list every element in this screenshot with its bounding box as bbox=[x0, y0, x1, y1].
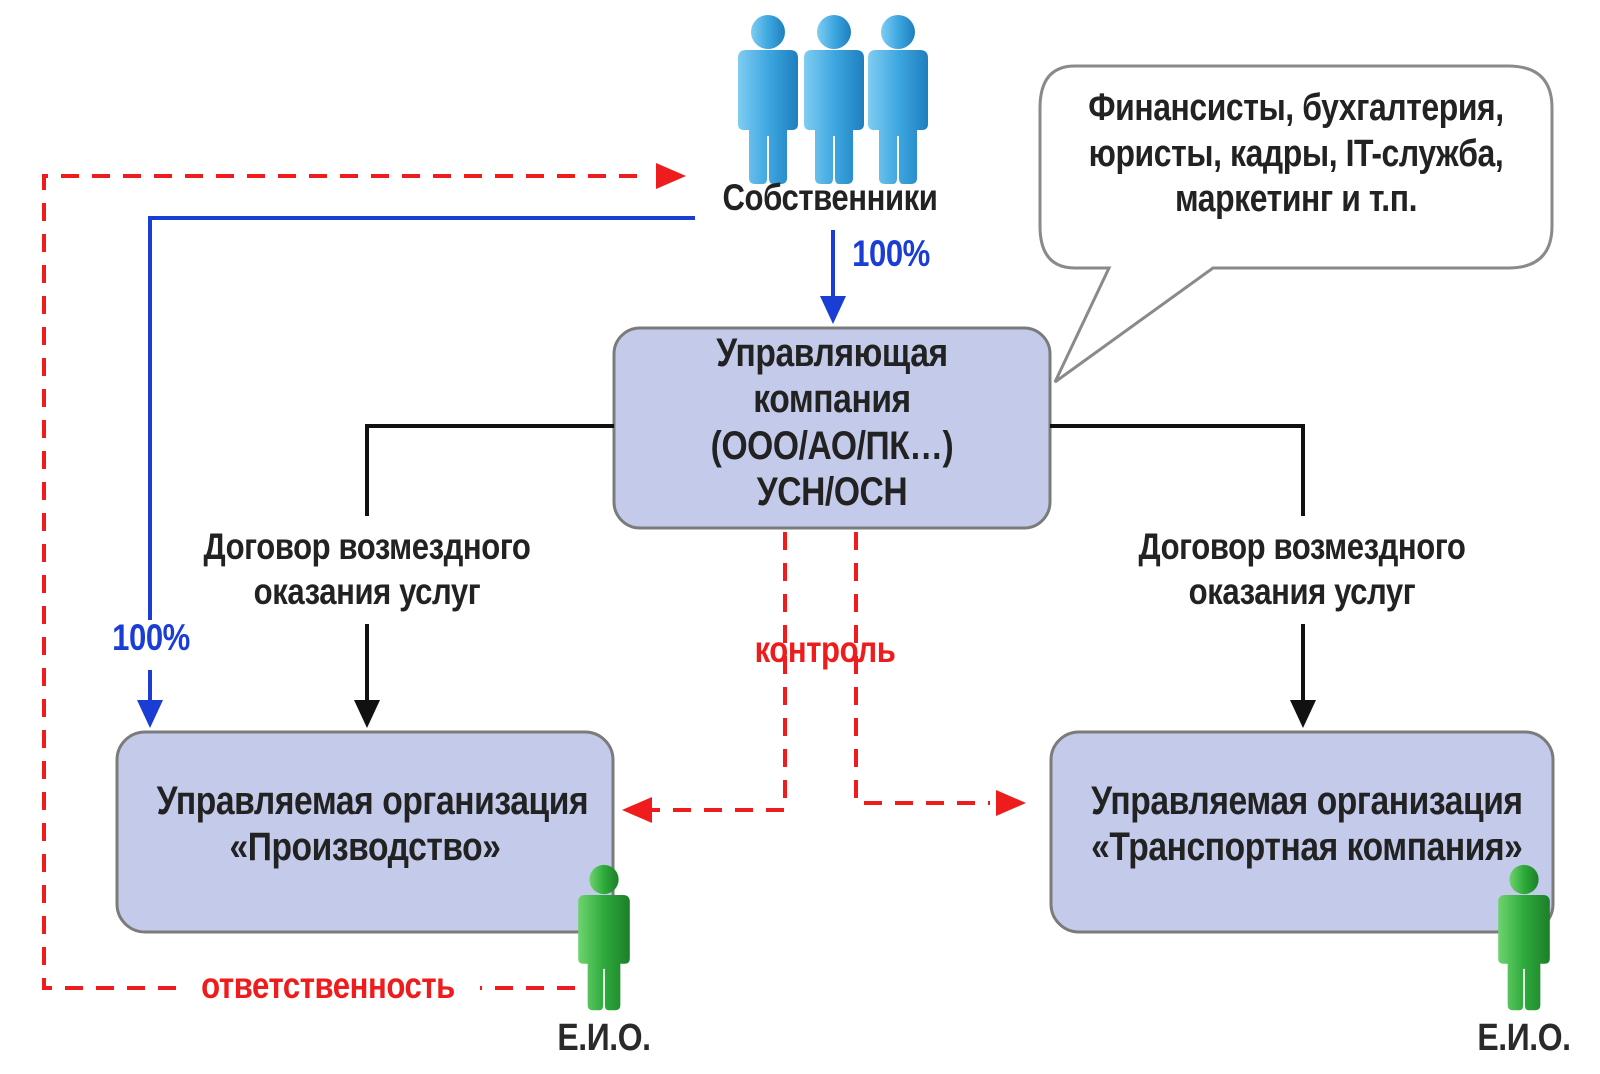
managed-org-production-label: Управляемая организация «Производство» bbox=[156, 779, 589, 870]
contract-line-right-top bbox=[1050, 424, 1305, 516]
owners-label: Собственники bbox=[722, 177, 938, 218]
managed-org-production-box bbox=[115, 730, 615, 934]
support-functions-text: Финансисты, бухгалтерия, юристы, кадры, … bbox=[1088, 87, 1504, 221]
ownership-line-production bbox=[148, 216, 695, 620]
manager-label-transport: Е.И.О. bbox=[1477, 1017, 1571, 1059]
responsibility-label: ответственность bbox=[201, 965, 455, 1006]
management-company-label: Управляющая компания (ООО/АО/ПК…) УСН/ОС… bbox=[710, 331, 954, 515]
control-arrow-transport bbox=[996, 790, 1026, 816]
manager-label-production: Е.И.О. bbox=[557, 1017, 651, 1059]
people-group-icon bbox=[738, 15, 928, 184]
ownership-percent-production: 100% bbox=[112, 617, 190, 658]
responsibility-arrow-owners bbox=[656, 163, 686, 189]
contract-arrow-right bbox=[1290, 700, 1316, 728]
ownership-percent-management: 100% bbox=[852, 233, 930, 274]
contract-arrow-left bbox=[354, 700, 380, 728]
contract-label-left: Договор возмездного оказания услуг bbox=[203, 526, 531, 613]
ownership-arrow-production bbox=[137, 700, 163, 728]
responsibility-line-left bbox=[42, 174, 650, 990]
managed-org-transport-label: Управляемая организация «Транспортная ко… bbox=[1091, 779, 1523, 870]
managed-org-transport-box bbox=[1049, 730, 1555, 934]
speech-bubble bbox=[1038, 64, 1554, 384]
ownership-arrow-management bbox=[820, 296, 846, 324]
contract-line-left-top bbox=[365, 424, 614, 516]
contract-label-right: Договор возмездного оказания услуг bbox=[1138, 526, 1466, 613]
control-arrow-production bbox=[622, 797, 652, 823]
control-label: контроль bbox=[754, 629, 896, 670]
